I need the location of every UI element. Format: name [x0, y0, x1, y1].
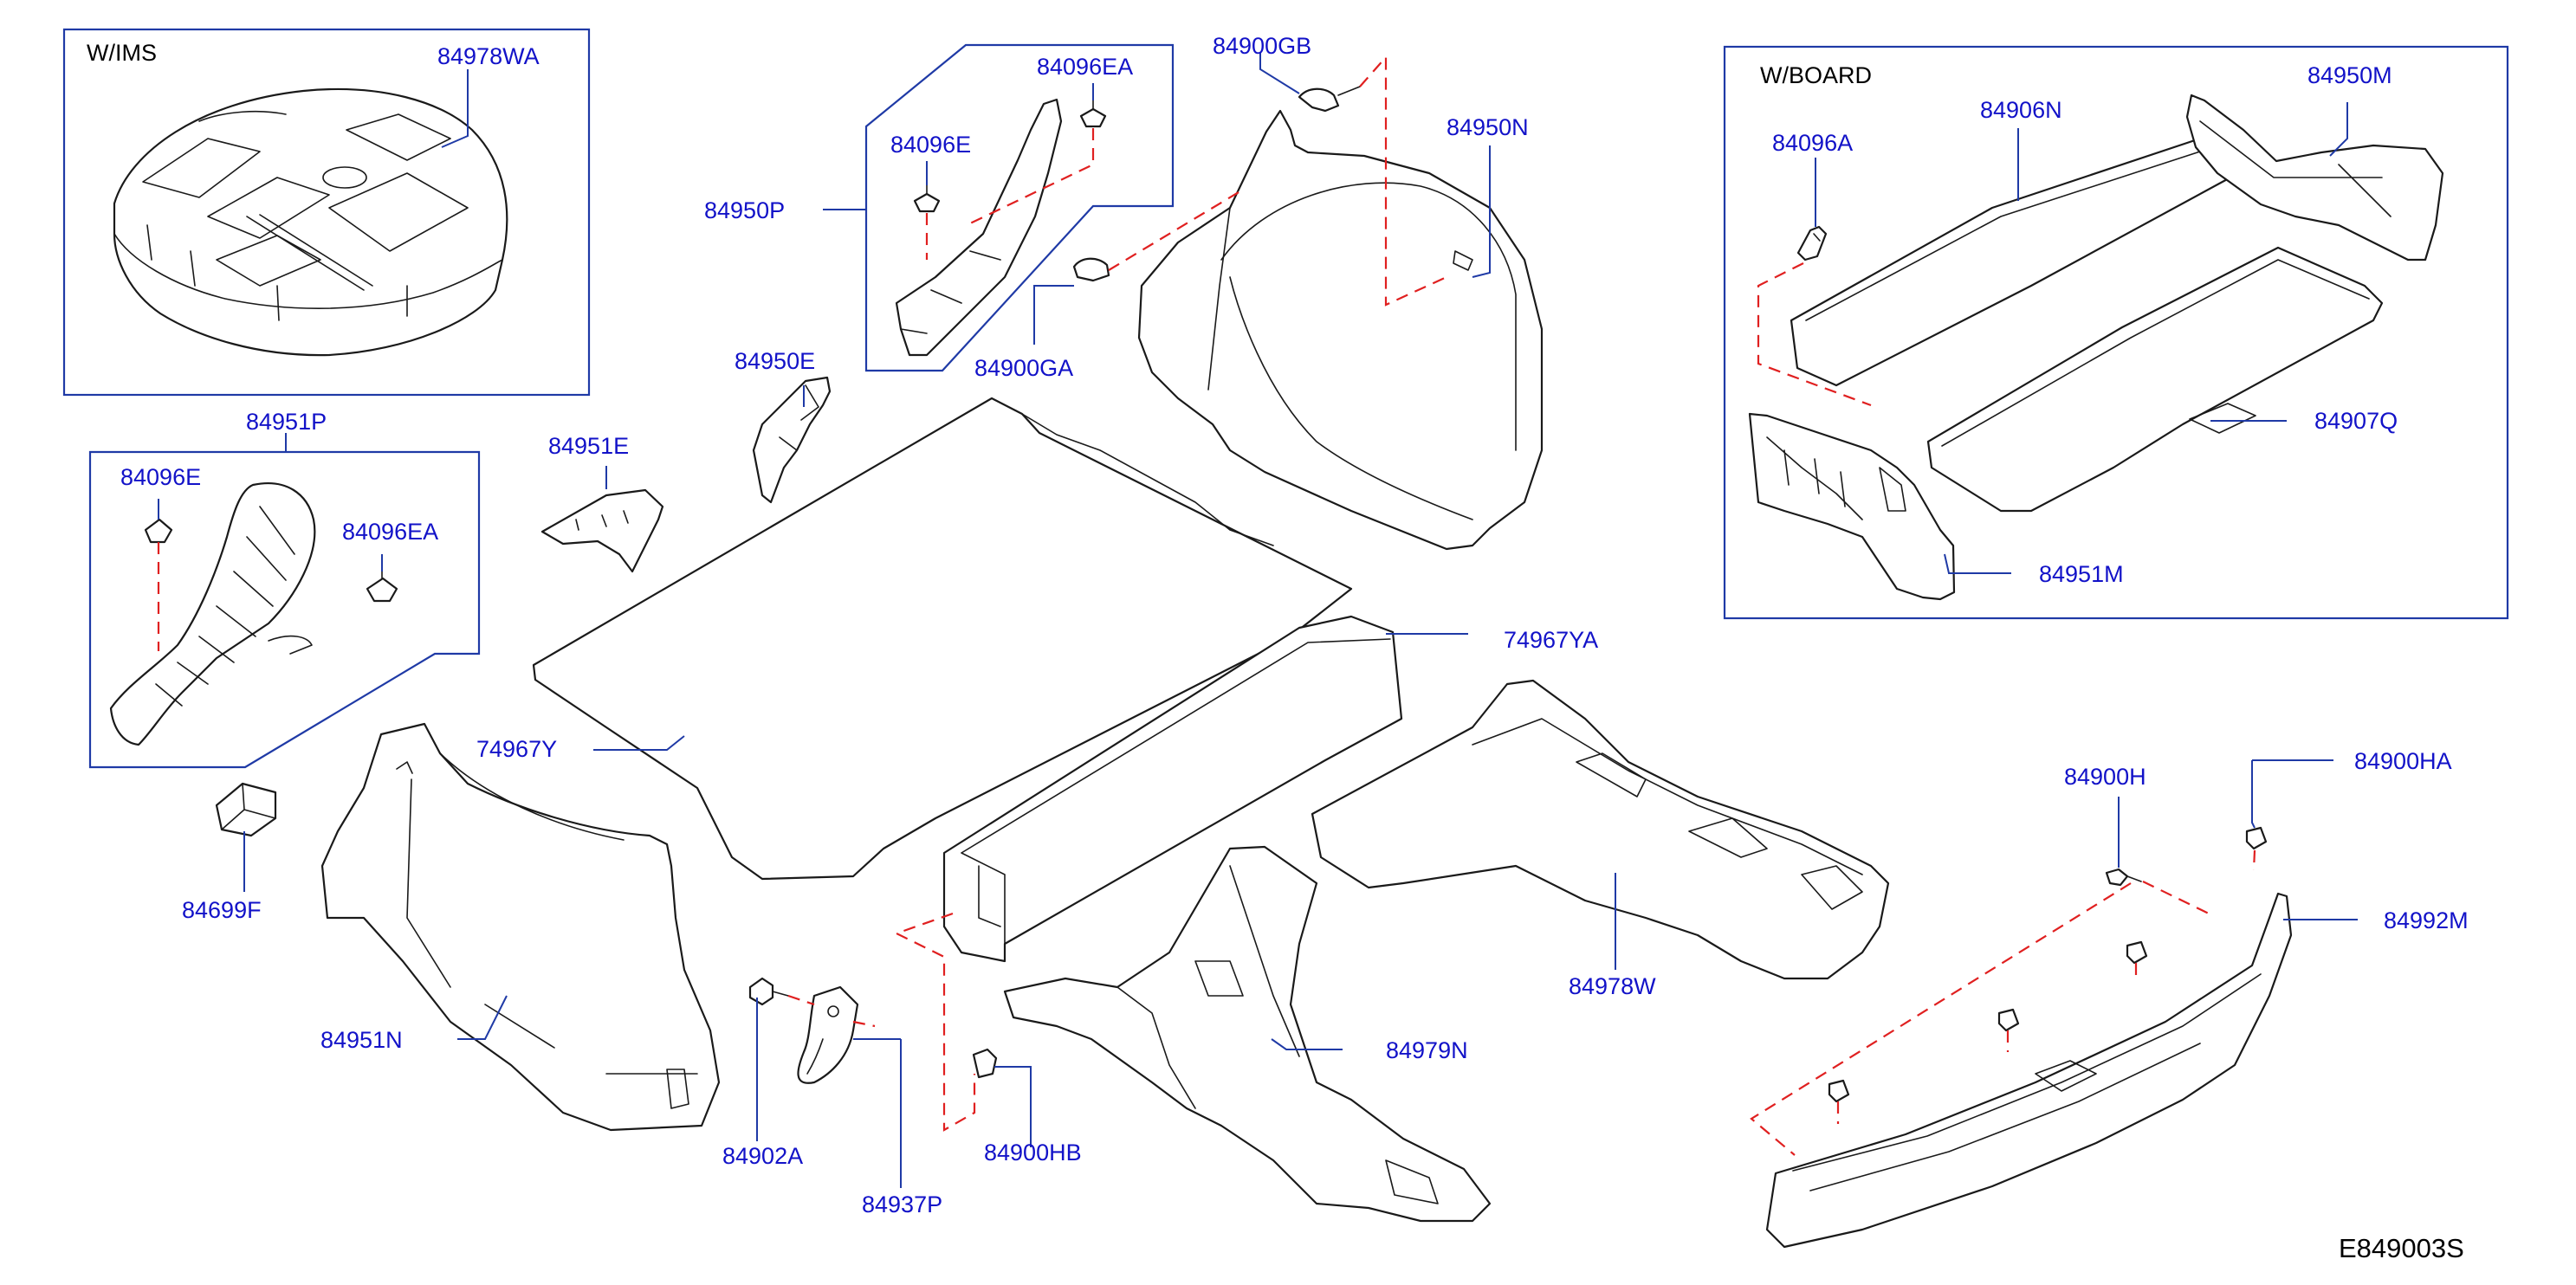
- board-box-title: W/BOARD: [1760, 62, 1872, 88]
- label-84096ea-top: 84096EA: [1037, 54, 1133, 80]
- label-84900ha: 84900HA: [2354, 748, 2452, 774]
- label-84951p: 84951P: [246, 409, 327, 435]
- bolt-and-hook-part: [748, 977, 859, 1084]
- label-84950m: 84950M: [2307, 62, 2392, 88]
- sill-plate-84992m-part: [1765, 826, 2293, 1249]
- ims-foam-tray-part: [113, 87, 508, 357]
- label-84951m: 84951M: [2039, 561, 2124, 587]
- trim-84950m-part: [2185, 94, 2444, 262]
- label-84900ga: 84900GA: [974, 355, 1073, 381]
- label-84096e-left: 84096E: [120, 464, 201, 490]
- bracket-84951e-part: [540, 488, 664, 573]
- board-84907q-part: [1926, 246, 2384, 513]
- label-84096a: 84096A: [1772, 130, 1853, 156]
- left-quarter-trim-part: [320, 722, 721, 1132]
- label-84699f: 84699F: [182, 897, 262, 923]
- diagram-code: E849003S: [2339, 1233, 2464, 1263]
- clip-84900hb-part: [972, 1048, 998, 1079]
- label-84900hb: 84900HB: [984, 1140, 1082, 1166]
- trim-84950P-frame: [864, 43, 1175, 372]
- wheelhouse-trim-part: [1137, 109, 1544, 551]
- label-84096ea-left: 84096EA: [342, 519, 438, 545]
- clip-84096a-part: [1796, 225, 1828, 262]
- label-74967ya: 74967YA: [1504, 627, 1598, 653]
- label-74967y: 74967Y: [476, 736, 557, 762]
- label-84951e: 84951E: [548, 433, 629, 459]
- board-frame: [1723, 45, 2509, 620]
- side-trim-84951p-part: [109, 482, 398, 746]
- cross-member-74967ya-part: [942, 615, 1403, 963]
- trim-84950e-part: [752, 376, 832, 504]
- label-84978wa: 84978WA: [437, 43, 540, 69]
- label-84907q: 84907Q: [2314, 408, 2398, 434]
- label-84950p: 84950P: [704, 197, 785, 223]
- ims-box-title: W/IMS: [87, 40, 157, 66]
- leader-lines: [158, 52, 2358, 1188]
- label-84992m: 84992M: [2384, 907, 2469, 933]
- label-84950n: 84950N: [1447, 114, 1529, 140]
- trim-84950p-part: [895, 98, 1107, 357]
- label-84951n: 84951N: [320, 1027, 403, 1053]
- label-84096e-top: 84096E: [890, 132, 971, 158]
- floor-piece-84979n-part: [1003, 845, 1492, 1223]
- trunk-floor-mat-part: [532, 397, 1353, 881]
- floor-piece-84978w-part: [1311, 679, 1890, 980]
- clips-84900g-part: [1072, 86, 1361, 282]
- rear-panel-84951m-part: [1748, 412, 1956, 601]
- label-84950e: 84950E: [735, 348, 815, 374]
- labels: W/IMS W/BOARD 84978WA 84951P 84096E 8409…: [87, 33, 2469, 1263]
- ims-frame: [62, 28, 591, 397]
- label-84979n: 84979N: [1386, 1037, 1468, 1063]
- clip-84699f-part: [215, 782, 277, 837]
- label-84937p: 84937P: [862, 1191, 942, 1217]
- sidebar-trim-frame: [88, 450, 481, 769]
- label-84902a: 84902A: [722, 1143, 803, 1169]
- assembly-dashed-lines: [157, 55, 2256, 1156]
- label-84978w: 84978W: [1569, 973, 1656, 999]
- label-84900gb: 84900GB: [1213, 33, 1311, 59]
- label-84900h: 84900H: [2064, 764, 2146, 790]
- label-84906n: 84906N: [1980, 97, 2062, 123]
